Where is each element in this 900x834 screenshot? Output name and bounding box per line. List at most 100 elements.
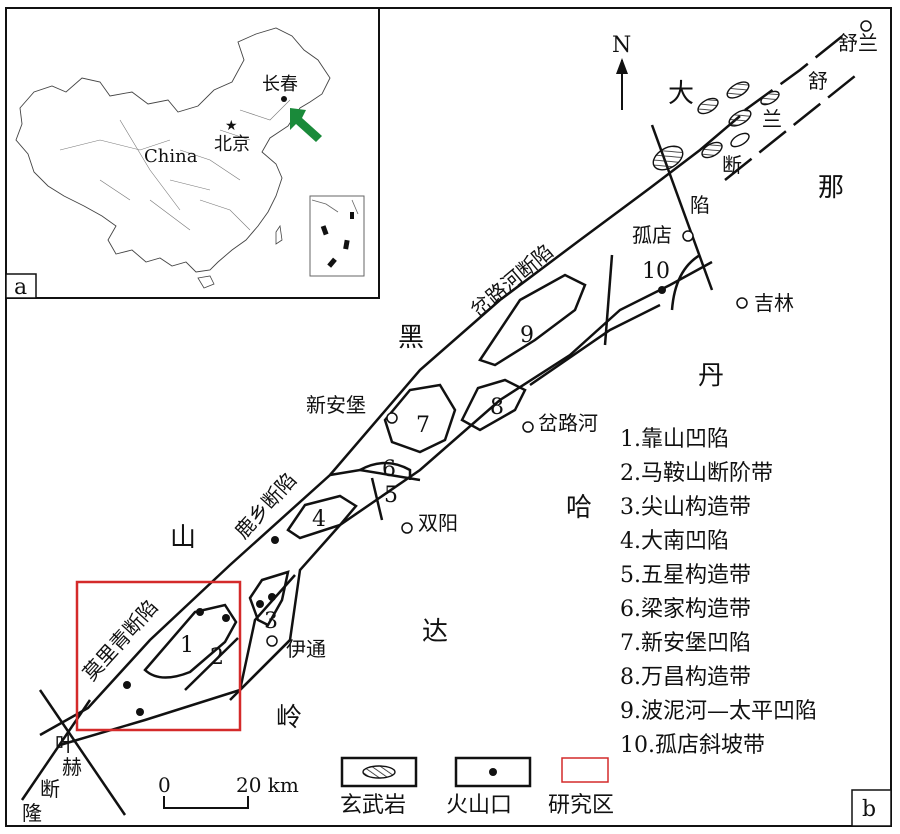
inset-panel-label: a xyxy=(14,275,27,300)
fault-label-shulan-1: 舒 xyxy=(808,69,828,93)
region-char-da2: 达 xyxy=(422,617,448,647)
hainan-island xyxy=(197,275,215,289)
scale-bar: 0 20 km xyxy=(158,773,299,809)
unit-legend: 1.靠山凹陷 2.马鞍山断阶带 3.尖山构造带 4.大南凹陷 5.五星构造带 6… xyxy=(620,427,817,758)
fault-label-shulan-2: 兰 xyxy=(762,107,782,131)
city-marker-chaluhe xyxy=(522,421,534,433)
basalt-outcrop xyxy=(760,90,780,106)
vent-legend-icon xyxy=(489,768,497,776)
fault-label-yehe-3: 断 xyxy=(40,777,60,801)
north-arrow-label: N xyxy=(612,33,631,58)
region-char-hei: 黑 xyxy=(398,323,424,353)
subbasin-7-outline xyxy=(383,383,457,454)
internal-fault-3 xyxy=(529,303,661,387)
basalt-outcrops xyxy=(652,81,780,171)
city-marker-gudian xyxy=(682,230,694,242)
volcanic-vent xyxy=(271,536,279,544)
fault-label-yehe-2: 赫 xyxy=(62,755,82,779)
city-markers xyxy=(266,20,872,647)
basalt-outcrop xyxy=(726,81,750,99)
main-panel-label: b xyxy=(862,797,876,822)
city-marker-shuangyang xyxy=(401,522,413,534)
main-panel-label-box xyxy=(851,789,892,827)
subbasin-6-outline xyxy=(359,461,412,480)
subbasin-9-outline xyxy=(478,273,587,367)
region-char-dan: 丹 xyxy=(698,361,724,391)
scs-coast xyxy=(311,199,359,215)
volcanic-vent xyxy=(256,600,264,608)
shulan-fault-boundary xyxy=(744,29,851,112)
region-char-na: 那 xyxy=(818,173,844,203)
volcanic-vent xyxy=(136,708,144,716)
southeast-basin-boundary xyxy=(59,260,713,747)
city-label-yitong: 伊通 xyxy=(286,637,326,661)
fault-label-chaluhe: 岔路河断陷 xyxy=(466,239,558,322)
scs-dash-lines xyxy=(320,212,354,268)
basalt-legend-icon xyxy=(362,765,396,779)
legend-unit-item: 7.新安堡凹陷 xyxy=(620,631,751,656)
basalt-outcrop xyxy=(652,145,684,171)
legend-unit-item: 1.靠山凹陷 xyxy=(620,427,729,452)
inset-capital-star: ★ xyxy=(225,118,238,134)
subbasin-3-outline xyxy=(248,570,290,627)
vent-legend-label: 火山口 xyxy=(446,793,512,818)
city-label-chaluhe: 岔路河 xyxy=(538,411,598,435)
scale-bar-start: 0 xyxy=(158,773,171,797)
china-province-lines xyxy=(59,99,291,231)
yehe-cross-fault xyxy=(38,689,127,816)
legend-unit-item: 4.大南凹陷 xyxy=(620,529,729,554)
symbol-legend: 玄武岩 火山口 研究区 xyxy=(340,756,614,818)
volcanic-vent xyxy=(196,608,204,616)
basalt-outcrop xyxy=(697,97,719,115)
map-frame xyxy=(5,7,892,827)
volcanic-vent xyxy=(123,681,131,689)
city-label-xinanpu: 新安堡 xyxy=(306,393,366,417)
inset-location-arrow xyxy=(290,108,322,142)
internal-fault-6 xyxy=(238,574,296,691)
legend-unit-item: 9.波泥河—太平凹陷 xyxy=(620,699,817,724)
unit-number-10: 10 xyxy=(642,259,670,284)
unit-number-5: 5 xyxy=(384,483,398,508)
city-label-shulan: 舒兰 xyxy=(838,31,878,55)
study-area-legend-box xyxy=(561,757,609,783)
china-outline xyxy=(15,27,331,273)
inset-city-dot xyxy=(281,96,287,102)
basalt-outcrop xyxy=(728,109,752,127)
city-label-gudian: 孤店 xyxy=(632,223,672,247)
volcanic-vent xyxy=(222,614,230,622)
taiwan-island xyxy=(275,224,283,245)
inset-city-label: 长春 xyxy=(262,74,298,95)
north-arrow: N xyxy=(612,33,631,110)
unit-number-1: 1 xyxy=(180,633,194,658)
inset-panel-label-box xyxy=(5,273,37,299)
legend-unit-item: 2.马鞍山断阶带 xyxy=(620,461,773,486)
fault-label-yehe-1: 叶 xyxy=(55,732,75,756)
region-char-ha: 哈 xyxy=(566,493,592,523)
internal-fault-1 xyxy=(603,254,614,346)
legend-unit-item: 6.梁家构造带 xyxy=(620,597,751,622)
subbasin-4-outline xyxy=(286,494,358,540)
scale-bar-end: 20 km xyxy=(236,773,299,797)
volcanic-vent xyxy=(658,286,666,294)
city-marker-yitong xyxy=(266,635,278,647)
basalt-outcrop xyxy=(730,132,750,148)
subbasin-1-outline xyxy=(143,603,238,679)
unit-number-4: 4 xyxy=(312,507,326,532)
volcanic-vent xyxy=(268,593,276,601)
inset-capital-label: 北京 xyxy=(214,134,250,155)
study-area-legend-label: 研究区 xyxy=(548,793,614,818)
shulan-fault-boundary-2 xyxy=(724,71,861,181)
yehe-cross-fault-2 xyxy=(20,699,92,801)
city-marker-xinanpu xyxy=(386,412,398,424)
inset-country-label: China xyxy=(144,146,198,167)
basalt-outcrop xyxy=(701,141,723,159)
volcanic-vents xyxy=(123,286,666,716)
unit-number-9: 9 xyxy=(520,323,534,348)
legend-unit-item: 8.万昌构造带 xyxy=(620,665,751,690)
unit-number-7: 7 xyxy=(416,413,430,438)
city-label-shuangyang: 双阳 xyxy=(418,511,458,535)
legend-unit-item: 5.五星构造带 xyxy=(620,563,751,588)
region-char-da: 大 xyxy=(668,79,694,109)
northwest-basin-boundary xyxy=(39,115,741,737)
